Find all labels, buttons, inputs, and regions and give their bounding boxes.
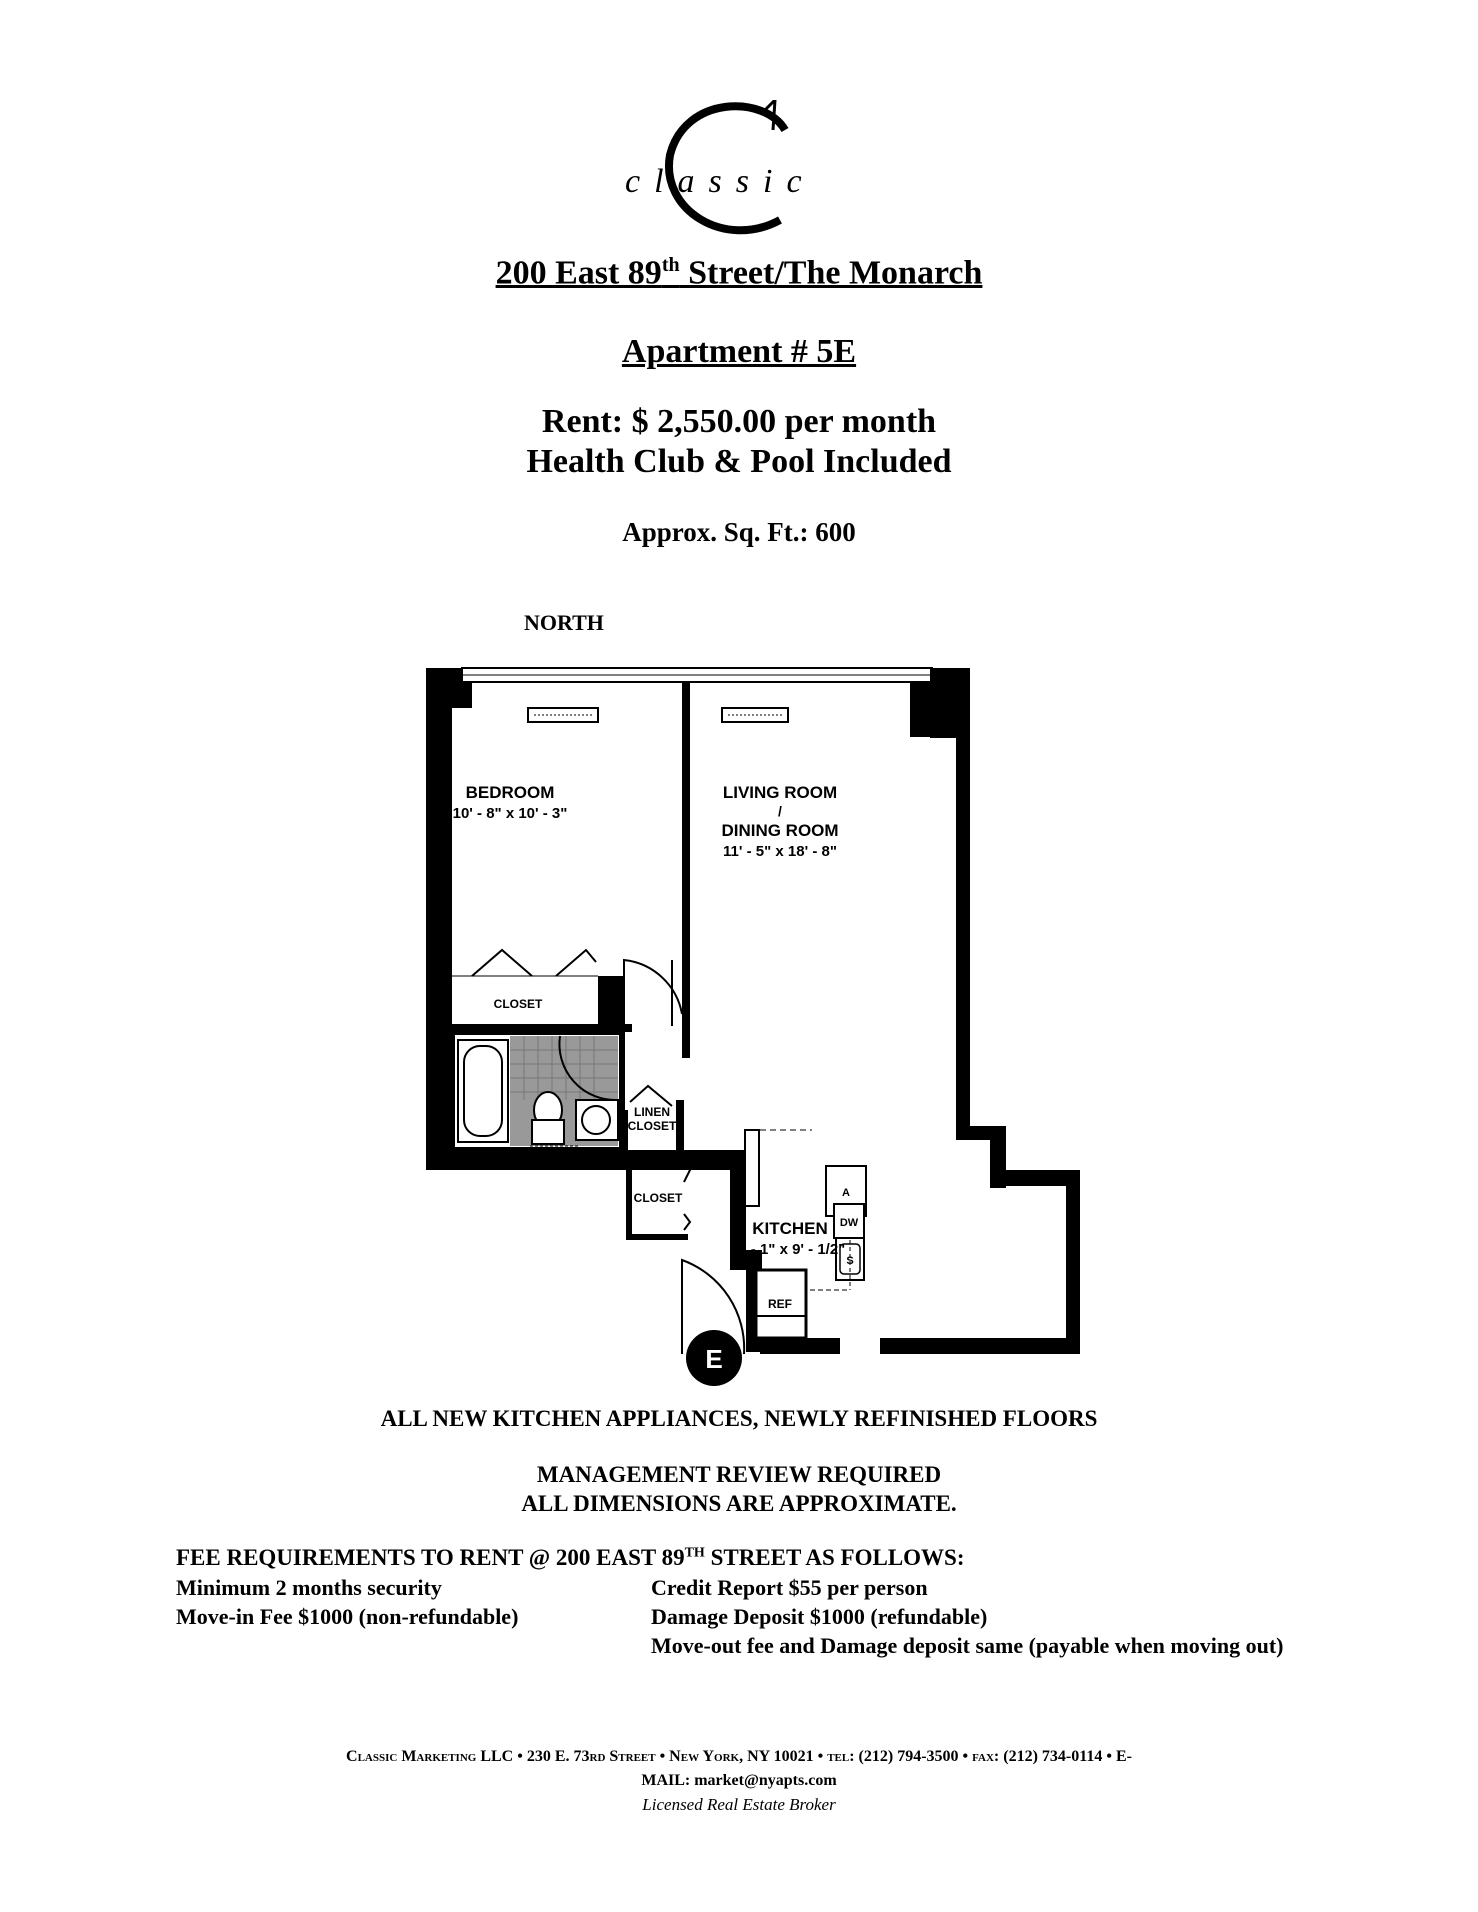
footer-email[interactable]: MAIL: market@nyapts.com	[641, 1772, 837, 1789]
dining-room-label: DINING ROOM	[721, 821, 838, 840]
apartment-number: Apartment # 5E	[621, 333, 857, 370]
dishwasher-label: DW	[840, 1217, 859, 1229]
fee-security: Minimum 2 months security	[176, 1575, 442, 1600]
entry-label: E	[705, 1344, 722, 1374]
bedroom-label: BEDROOM	[466, 783, 555, 802]
note-management: MANAGEMENT REVIEW REQUIRED	[536, 1462, 942, 1487]
sink-label: S	[846, 1255, 853, 1267]
note-dimensions: ALL DIMENSIONS ARE APPROXIMATE.	[521, 1491, 957, 1516]
fee-credit-report: Credit Report $55 per person	[651, 1575, 928, 1600]
hall-closet-label: CLOSET	[634, 1191, 683, 1205]
rent-price: Rent: $ 2,550.00 per month	[541, 403, 937, 440]
amenities: Health Club & Pool Included	[526, 443, 952, 480]
classic-logo: classic	[625, 100, 816, 235]
fee-damage-deposit: Damage Deposit $1000 (refundable)	[651, 1604, 988, 1629]
footer-license: Licensed Real Estate Broker	[642, 1795, 836, 1814]
kitchen-dimensions: 6' - 1" x 9' - 1/2"	[735, 1241, 846, 1258]
linen-closet-label-2: CLOSET	[628, 1119, 677, 1133]
linen-closet-label-1: LINEN	[634, 1105, 670, 1119]
property-title: 200 East 89th Street/The Monarch	[495, 254, 983, 292]
kitchen-label: KITCHEN	[752, 1219, 828, 1238]
living-room-label: LIVING ROOM	[723, 783, 837, 802]
living-room-slash: /	[778, 803, 782, 819]
floor-plan: NORTH	[426, 610, 1080, 1386]
bedroom-closet-label: CLOSET	[494, 997, 543, 1011]
logo-wordmark: classic	[625, 163, 816, 200]
square-footage: Approx. Sq. Ft.: 600	[622, 517, 856, 547]
fee-move-in: Move-in Fee $1000 (non-refundable)	[176, 1604, 519, 1629]
living-room-dimensions: 11' - 5" x 18' - 8"	[723, 843, 837, 860]
entry-marker-icon	[686, 1330, 742, 1386]
fee-move-out: Move-out fee and Damage deposit same (pa…	[651, 1633, 1284, 1658]
note-appliances: ALL NEW KITCHEN APPLIANCES, NEWLY REFINI…	[380, 1406, 1098, 1431]
appliance-a-label: A	[842, 1187, 850, 1199]
bedroom-dimensions: 10' - 8" x 10' - 3"	[453, 805, 568, 822]
north-label: NORTH	[524, 610, 604, 635]
fee-requirements-heading: FEE REQUIREMENTS TO RENT @ 200 EAST 89TH…	[176, 1545, 965, 1570]
refrigerator-label: REF	[768, 1297, 792, 1311]
footer-contact: Classic Marketing LLC • 230 E. 73rd Stre…	[346, 1748, 1132, 1765]
